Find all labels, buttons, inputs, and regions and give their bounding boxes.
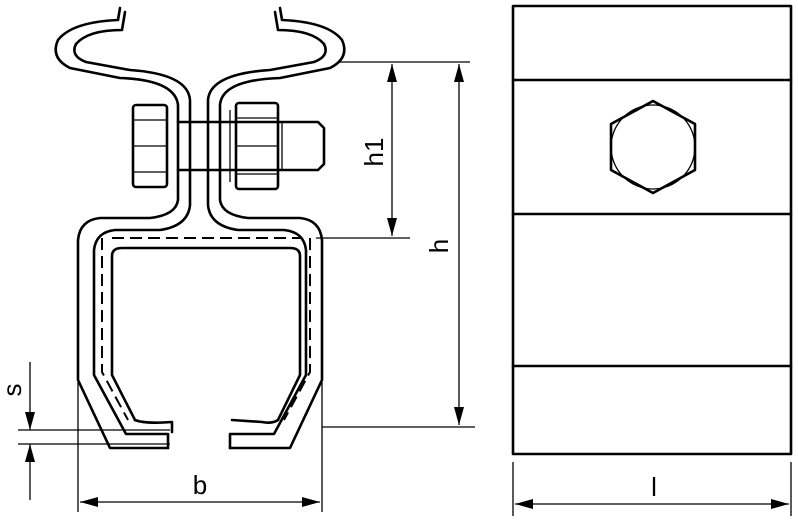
label-s: s <box>0 384 27 397</box>
hidden-rail-left <box>101 238 129 421</box>
dimension-h1: h1 <box>316 61 470 239</box>
side-view-body <box>511 4 793 456</box>
left-clamp-inner <box>73 10 192 450</box>
label-l: l <box>651 472 657 502</box>
right-clamp-inner <box>206 10 327 450</box>
hex-nut-face <box>609 99 697 195</box>
label-b: b <box>193 470 207 500</box>
dimension-b: b <box>77 382 323 512</box>
rail-lip-left <box>133 418 174 434</box>
nut-chamfer-circle <box>610 104 696 190</box>
hidden-rail-right <box>283 238 311 421</box>
bolt-assembly <box>131 101 326 191</box>
front-view <box>54 6 346 450</box>
dimension-s: s <box>0 362 170 500</box>
label-h: h <box>424 239 454 253</box>
left-clamp-outer <box>54 6 180 450</box>
bolt-shaft <box>176 120 326 172</box>
right-clamp-outer <box>218 6 346 450</box>
rail-inner-profile <box>110 246 302 424</box>
side-view <box>511 4 793 456</box>
label-h1: h1 <box>359 138 389 167</box>
dimension-l: l <box>512 462 792 516</box>
dimension-h: h <box>322 64 475 428</box>
